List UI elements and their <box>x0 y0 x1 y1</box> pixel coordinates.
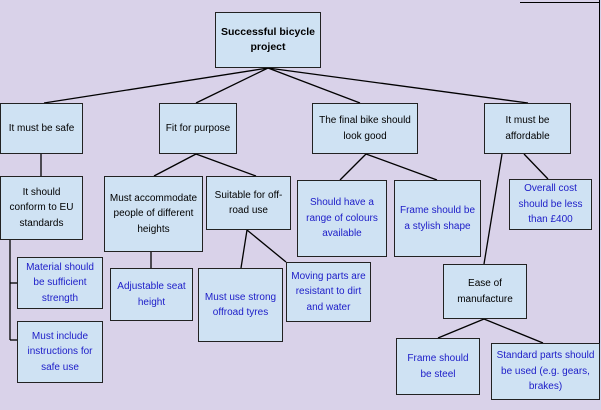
edge-root-afford <box>267 67 529 104</box>
edge-root-looks <box>267 67 361 104</box>
edge-offroad-tyres <box>240 229 248 269</box>
edge-offroad-moving <box>246 229 287 263</box>
node-instructions: Must include instructions for safe use <box>17 321 103 383</box>
node-cost: Overall cost should be less than £400 <box>509 179 592 230</box>
node-ease: Ease of manufacture <box>443 264 527 319</box>
corner-box-fragment <box>520 0 600 3</box>
node-standard: Standard parts should be used (e.g. gear… <box>491 343 600 400</box>
root-node: Successful bicycle project <box>215 12 321 68</box>
node-moving: Moving parts are resistant to dirt and w… <box>286 262 371 322</box>
edge-root-safe <box>43 67 269 104</box>
edge-afford-ease <box>483 153 503 265</box>
edge-ease-standard <box>483 318 544 344</box>
node-colours: Should have a range of colours available <box>297 180 387 257</box>
node-looks: The final bike should look good <box>312 103 418 154</box>
edge-looks-colours <box>339 153 367 181</box>
edge-ease-steel <box>437 318 485 339</box>
node-safe: It must be safe <box>0 103 83 154</box>
node-fit: Fit for purpose <box>159 103 237 154</box>
edge-fit-offroad <box>195 153 257 177</box>
edge-afford-cost <box>523 153 549 180</box>
edge-looks-stylish <box>365 153 438 181</box>
node-afford: It must be affordable <box>484 103 571 154</box>
right-edge-line <box>599 0 600 350</box>
node-eu: It should conform to EU standards <box>0 176 83 240</box>
edge-root-fit <box>195 67 269 104</box>
node-heights: Must accommodate people of different hei… <box>104 176 203 252</box>
node-tyres: Must use strong offroad tyres <box>198 268 283 342</box>
edge-fit-heights <box>153 153 197 177</box>
node-material: Material should be sufficient strength <box>17 257 103 309</box>
node-seat: Adjustable seat height <box>110 268 193 321</box>
node-offroad: Suitable for off-road use <box>206 176 291 230</box>
node-steel: Frame should be steel <box>396 338 480 395</box>
node-stylish: Frame should be a stylish shape <box>394 180 481 257</box>
